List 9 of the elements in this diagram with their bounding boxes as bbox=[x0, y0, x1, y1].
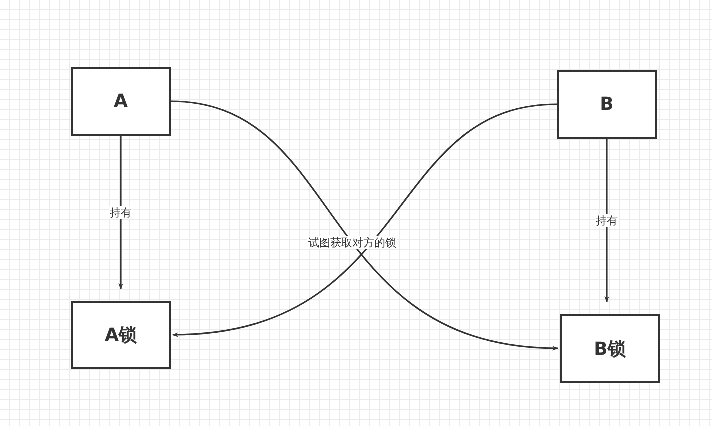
arrow bbox=[118, 136, 124, 290]
edge-label: 持有 bbox=[595, 214, 619, 227]
process-box: A锁 bbox=[71, 301, 171, 369]
edge-label: 试图获取对方的锁 bbox=[307, 236, 398, 250]
process-box: B bbox=[557, 70, 657, 139]
process-box: B锁 bbox=[560, 314, 660, 383]
arrow bbox=[604, 139, 610, 303]
edge-label: 持有 bbox=[109, 206, 133, 219]
process-box: A bbox=[71, 67, 171, 136]
